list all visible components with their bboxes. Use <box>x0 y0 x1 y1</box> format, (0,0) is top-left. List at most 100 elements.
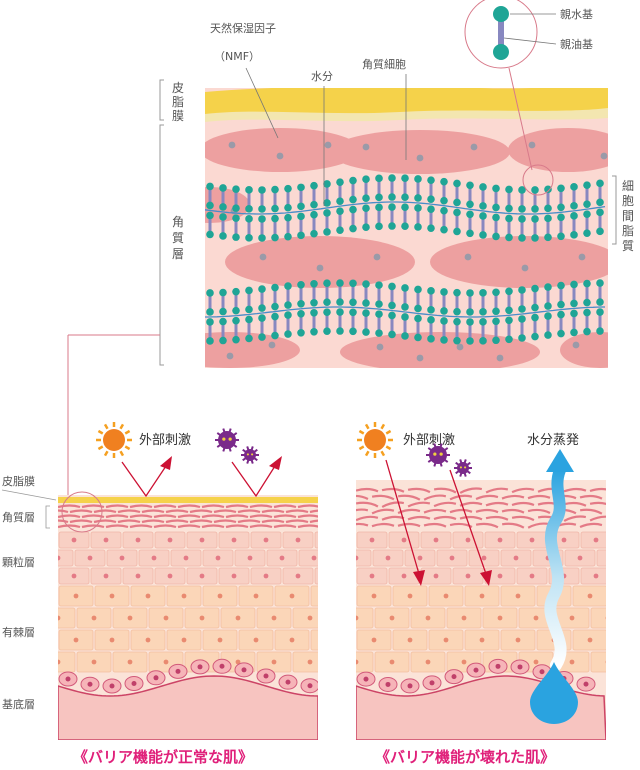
cell-nucleus <box>326 638 331 643</box>
lipid-head <box>479 212 487 220</box>
sun-ray <box>124 445 131 451</box>
lipid-head <box>414 304 422 313</box>
lipid-head <box>440 206 448 215</box>
corneum-flake <box>201 514 225 519</box>
cell-nucleus <box>515 593 521 599</box>
lipid-head <box>518 234 526 242</box>
corneocyte <box>205 128 360 172</box>
cell-nucleus <box>135 573 141 579</box>
lipid-head <box>570 328 578 337</box>
corneocyte <box>508 128 608 172</box>
lipid-head <box>219 232 227 240</box>
corneum-flake <box>58 504 81 509</box>
lipid-head <box>271 283 279 292</box>
sun-ray <box>103 450 109 457</box>
lipid-head <box>570 299 578 308</box>
broken-corneum-flake <box>381 487 405 493</box>
lipid-head <box>206 182 214 191</box>
lipid-head <box>414 175 422 183</box>
sun-ray <box>380 423 386 430</box>
lipid-head <box>479 318 487 326</box>
lipid-head <box>518 205 526 213</box>
lipid-head <box>440 317 448 325</box>
lipid-head <box>583 279 591 288</box>
lipid-head <box>297 280 305 289</box>
lipid-head <box>362 204 370 213</box>
germ-body <box>244 449 256 461</box>
corneum-flake <box>81 524 105 529</box>
sun-ray <box>97 445 104 451</box>
cell-nucleus <box>73 637 79 643</box>
cell-nucleus <box>328 538 333 543</box>
cell-nucleus <box>263 537 269 543</box>
lipid-head <box>479 183 487 191</box>
cell-nucleus <box>425 659 431 665</box>
broken-corneum-flake <box>433 515 457 521</box>
lipid-head <box>375 193 383 202</box>
cell-nucleus <box>407 593 413 599</box>
corneum-flake <box>261 519 285 524</box>
lipid-head <box>245 234 253 242</box>
cell-nucleus <box>497 573 503 579</box>
lipid-head <box>349 176 357 185</box>
lipid-head <box>336 207 344 215</box>
lipid-head <box>427 306 435 314</box>
sun-core <box>364 429 386 451</box>
intercellular-lipid-group <box>205 174 606 345</box>
nmf-dot <box>521 264 529 272</box>
corneum-flake <box>165 509 189 514</box>
lipid-head <box>427 195 435 203</box>
lipid-head <box>414 285 422 294</box>
cell-nucleus <box>465 573 471 579</box>
cell-nucleus <box>307 615 313 621</box>
broken-corneum-flake <box>397 494 421 501</box>
stratum-corneum-char: 角 <box>172 215 184 229</box>
lipid-head <box>271 233 279 242</box>
cell-nucleus <box>356 659 359 665</box>
nmf-dot <box>416 154 424 162</box>
broken-corneum-flake <box>397 508 421 514</box>
lipid-head <box>492 213 500 222</box>
lipid-head <box>297 231 305 240</box>
lipid-head <box>375 174 383 183</box>
cell-nucleus <box>605 616 606 620</box>
lipid-head <box>557 281 565 290</box>
nmf-label: 天然保湿因子 <box>210 21 276 35</box>
lipid-head <box>388 193 396 201</box>
corneum-flake <box>117 519 141 524</box>
cell-nucleus <box>253 593 259 599</box>
broken-corneum-flake <box>511 515 535 522</box>
damaged-caption: 《バリア機能が壊れた肌》 <box>375 748 555 766</box>
broken-corneum-flake <box>449 494 473 501</box>
lipid-head <box>505 185 513 194</box>
lipid-head <box>375 281 383 289</box>
cell-nucleus <box>529 573 535 579</box>
sun-ray <box>124 429 131 435</box>
lipid-head <box>401 313 409 321</box>
lipid-head <box>375 329 383 337</box>
lipid-head <box>492 317 500 326</box>
lipid-head <box>375 203 383 212</box>
germ-icon <box>426 443 450 467</box>
lipid-head <box>245 215 253 223</box>
corneum-flake <box>273 524 297 529</box>
nmf-dot <box>528 141 536 149</box>
cell-nucleus <box>271 615 277 621</box>
cell-nucleus <box>371 593 377 599</box>
spinous-cell <box>590 651 606 673</box>
germ-body <box>429 446 447 464</box>
lipid-head <box>583 298 591 307</box>
broken-corneum-flake <box>449 508 473 514</box>
cell-nucleus <box>199 573 205 579</box>
corneum-flake <box>285 519 309 524</box>
broken-corneum-flake <box>475 508 499 514</box>
broken-corneum-flake <box>475 522 499 529</box>
sun-ray <box>119 450 125 457</box>
corneocyte <box>560 332 608 368</box>
lipid-head <box>284 282 292 290</box>
cell-nucleus <box>407 637 413 643</box>
lipid-head <box>284 203 292 212</box>
basal-membrane <box>58 675 318 740</box>
broken-corneum-flake <box>527 508 551 514</box>
cell-nucleus <box>429 680 435 686</box>
